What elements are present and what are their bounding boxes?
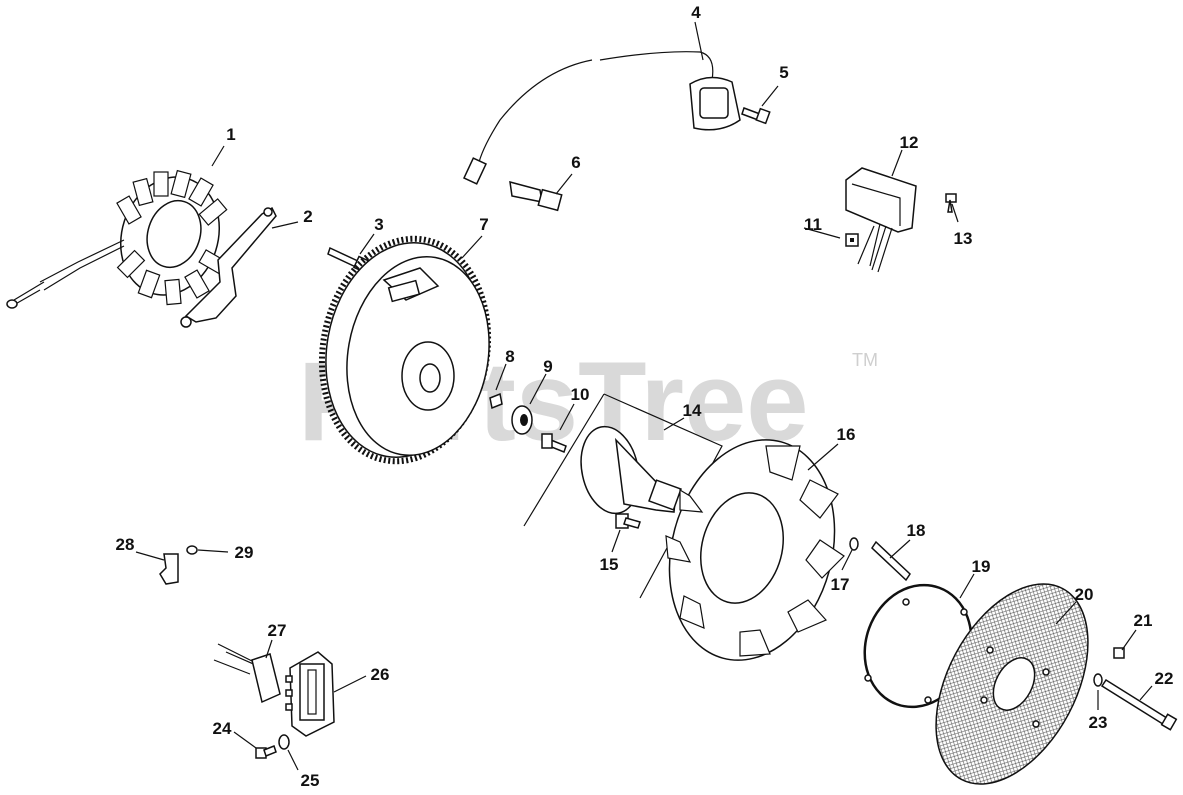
rectifier-washer-part[interactable] bbox=[278, 734, 290, 750]
callout-9: 9 bbox=[543, 357, 552, 376]
debris-screen-part[interactable] bbox=[905, 559, 1119, 795]
washer-part[interactable] bbox=[511, 405, 533, 435]
callout-13: 13 bbox=[954, 229, 973, 248]
callout-18: 18 bbox=[907, 521, 926, 540]
module-screw-part[interactable] bbox=[741, 107, 771, 125]
callout-labels: 1 2 3 4 5 6 7 8 9 10 11 12 13 14 15 16 1… bbox=[116, 3, 1174, 790]
callout-26: 26 bbox=[371, 665, 390, 684]
callout-11: 11 bbox=[804, 215, 822, 234]
callout-5: 5 bbox=[779, 63, 788, 82]
stud-washer-part[interactable] bbox=[1093, 673, 1103, 687]
callout-8: 8 bbox=[505, 347, 514, 366]
ground-strap-part[interactable] bbox=[180, 206, 277, 328]
flywheel-part[interactable] bbox=[305, 225, 505, 474]
callout-17: 17 bbox=[831, 575, 850, 594]
callout-23: 23 bbox=[1089, 713, 1108, 732]
callout-20: 20 bbox=[1075, 585, 1094, 604]
screw-part[interactable] bbox=[541, 433, 567, 453]
ignition-module-part[interactable] bbox=[463, 51, 741, 185]
callout-28: 28 bbox=[116, 535, 135, 554]
callout-29: 29 bbox=[235, 543, 254, 562]
connector-part[interactable] bbox=[213, 643, 281, 704]
stator-part[interactable] bbox=[6, 164, 234, 309]
cooling-fan-part[interactable] bbox=[646, 421, 859, 679]
watermark-trademark: TM bbox=[852, 350, 878, 370]
bracket-clip-part[interactable] bbox=[159, 553, 179, 585]
module-bracket-part[interactable] bbox=[845, 233, 859, 247]
callout-24: 24 bbox=[213, 719, 232, 738]
callout-2: 2 bbox=[303, 207, 312, 226]
callout-22: 22 bbox=[1155, 669, 1174, 688]
control-module-part[interactable] bbox=[845, 167, 917, 273]
callout-3: 3 bbox=[374, 215, 383, 234]
flywheel-key-part[interactable] bbox=[489, 392, 503, 410]
callout-21: 21 bbox=[1134, 611, 1153, 630]
callout-12: 12 bbox=[900, 133, 919, 152]
drive-hub-part[interactable] bbox=[523, 393, 723, 599]
fan-pin-part[interactable] bbox=[871, 540, 911, 582]
rectifier-regulator-part[interactable] bbox=[285, 651, 335, 737]
callout-15: 15 bbox=[600, 555, 619, 574]
callout-1: 1 bbox=[226, 125, 235, 144]
callout-27: 27 bbox=[268, 621, 287, 640]
callout-6: 6 bbox=[571, 153, 580, 172]
callout-14: 14 bbox=[683, 401, 702, 420]
callout-4: 4 bbox=[691, 3, 701, 22]
spark-plug-part[interactable] bbox=[509, 180, 563, 212]
callout-10: 10 bbox=[571, 385, 590, 404]
rectifier-screw-part[interactable] bbox=[255, 745, 277, 759]
hub-screw-part[interactable] bbox=[615, 513, 641, 529]
callout-25: 25 bbox=[301, 771, 320, 790]
callout-19: 19 bbox=[972, 557, 991, 576]
fan-washer-part[interactable] bbox=[849, 537, 859, 551]
clip-washer-part[interactable] bbox=[186, 545, 198, 555]
control-screw-part[interactable] bbox=[945, 193, 957, 213]
callout-7: 7 bbox=[479, 215, 488, 234]
nut-part[interactable] bbox=[1113, 647, 1125, 659]
callout-16: 16 bbox=[837, 425, 856, 444]
stud-part[interactable] bbox=[1100, 678, 1178, 731]
leader-lines bbox=[135, 21, 1153, 771]
